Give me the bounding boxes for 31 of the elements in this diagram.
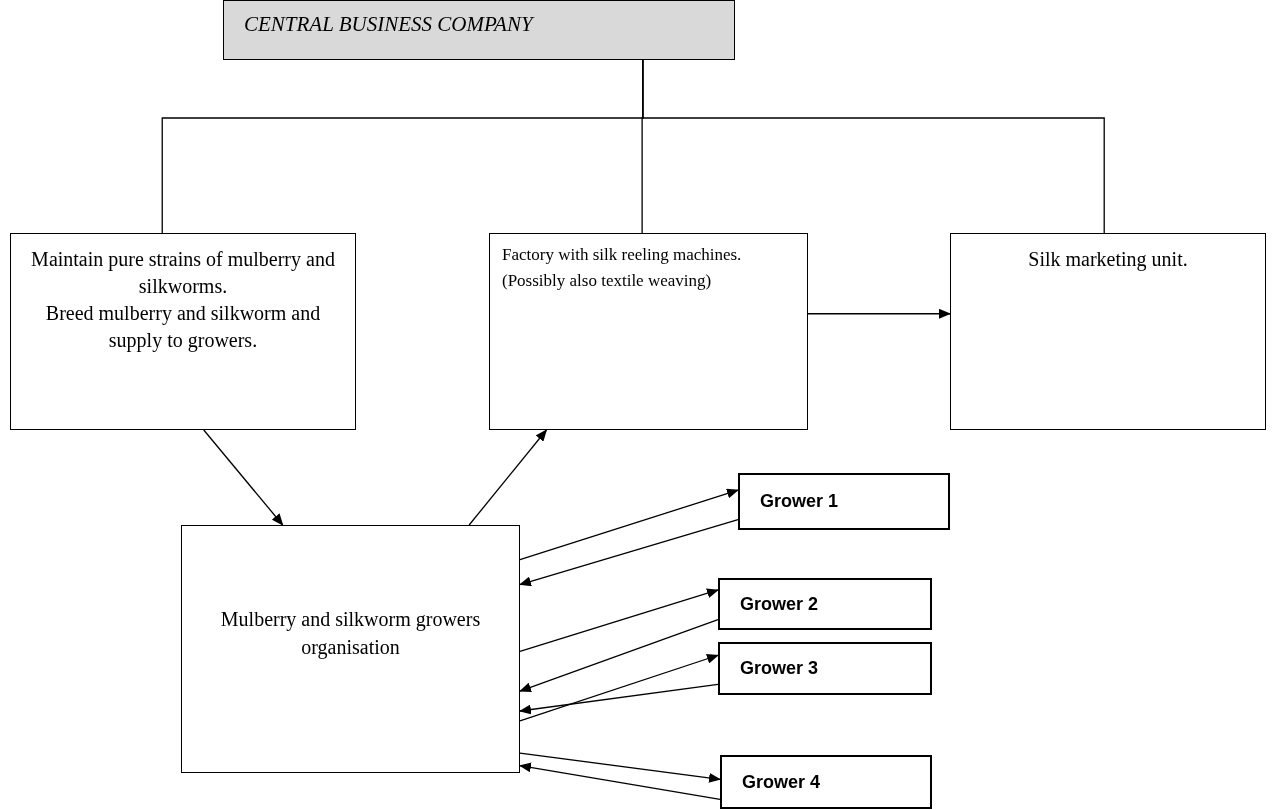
arrow — [519, 683, 719, 715]
node-text: Breed mulberry and silkworm and supply to growers. — [44, 301, 322, 354]
process-box — [489, 233, 808, 430]
grower-box — [718, 642, 932, 695]
arrow — [519, 653, 719, 722]
arrow — [519, 519, 739, 587]
process-box — [950, 233, 1266, 430]
process-box — [181, 525, 520, 773]
process-box — [10, 233, 356, 430]
grower-box — [720, 755, 932, 809]
arrow — [519, 762, 721, 800]
arrow — [203, 429, 284, 526]
title-box — [223, 0, 735, 60]
node-text: Maintain pure strains of mulberry and silkworms. — [30, 247, 336, 299]
arrow — [519, 488, 739, 561]
node-text: Grower 2 — [740, 592, 819, 616]
grower-box — [738, 473, 950, 530]
node-text: Grower 3 — [740, 657, 819, 680]
node-text: Factory with silk reeling machines. (Possibly also textile weaving) — [502, 244, 743, 292]
grower-box — [718, 578, 932, 630]
connector-line — [642, 59, 1105, 234]
node-text: Mulberry and silkworm growers organisation — [219, 607, 482, 661]
node-text: CENTRAL BUSINESS COMPANY — [244, 11, 533, 38]
arrow — [519, 618, 719, 693]
node-text: Grower 1 — [760, 490, 839, 513]
arrow — [807, 308, 951, 319]
arrow — [468, 429, 548, 526]
arrow — [519, 588, 719, 653]
node-text: Silk marketing unit. — [1028, 247, 1188, 273]
arrow — [519, 752, 721, 783]
node-text: Grower 4 — [742, 770, 821, 794]
